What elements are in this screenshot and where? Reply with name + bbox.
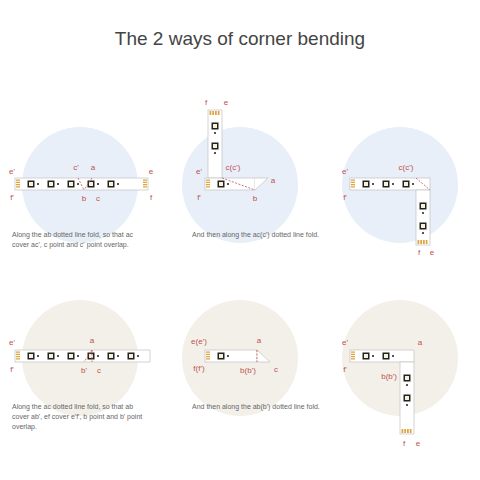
point-label: a	[91, 164, 95, 172]
point-label: f'	[10, 366, 14, 374]
point-label: e	[224, 99, 228, 107]
point-label: b	[253, 195, 257, 203]
point-label: e(e')	[191, 338, 207, 346]
background-circle	[182, 300, 298, 416]
step-caption: And then along the ab(b') dotted line fo…	[192, 402, 332, 412]
point-label: f'	[10, 194, 14, 202]
point-label: e'	[196, 168, 202, 176]
step-caption: And then along the ac(c') dotted line fo…	[192, 230, 332, 240]
point-label: c(c')	[399, 164, 414, 172]
step-caption: Along the ac dotted line fold, so that a…	[12, 402, 152, 431]
point-label: a	[418, 339, 422, 347]
background-circle	[342, 127, 458, 243]
led-strips	[15, 110, 430, 434]
point-label: f	[418, 249, 420, 257]
point-label: e'	[342, 339, 348, 347]
point-label: e	[416, 440, 420, 448]
point-label: f	[205, 99, 207, 107]
point-label: b(b')	[240, 367, 256, 375]
point-label: e	[430, 249, 434, 257]
point-label: b'	[81, 367, 87, 375]
point-label: a	[257, 337, 261, 345]
point-label: e'	[342, 168, 348, 176]
point-label: a	[271, 177, 275, 185]
point-label: f	[150, 194, 152, 202]
point-label: f'	[343, 366, 347, 374]
point-label: e'	[9, 339, 15, 347]
point-label: b	[82, 195, 86, 203]
point-label: e	[149, 168, 153, 176]
background-circle	[182, 127, 298, 243]
point-label: f'	[343, 194, 347, 202]
point-label: c	[274, 366, 278, 374]
point-label: c'	[73, 164, 79, 172]
point-label: f(f')	[193, 365, 204, 373]
title: The 2 ways of corner bending	[115, 28, 365, 50]
point-label: b(b')	[381, 373, 397, 381]
point-label: c	[96, 195, 100, 203]
point-label: f	[403, 440, 405, 448]
point-label: c(c')	[226, 164, 241, 172]
point-label: a	[90, 337, 94, 345]
point-label: e'	[9, 168, 15, 176]
point-label: c	[97, 367, 101, 375]
step-caption: Along the ab dotted line fold, so that a…	[12, 230, 152, 250]
point-label: f'	[197, 194, 201, 202]
